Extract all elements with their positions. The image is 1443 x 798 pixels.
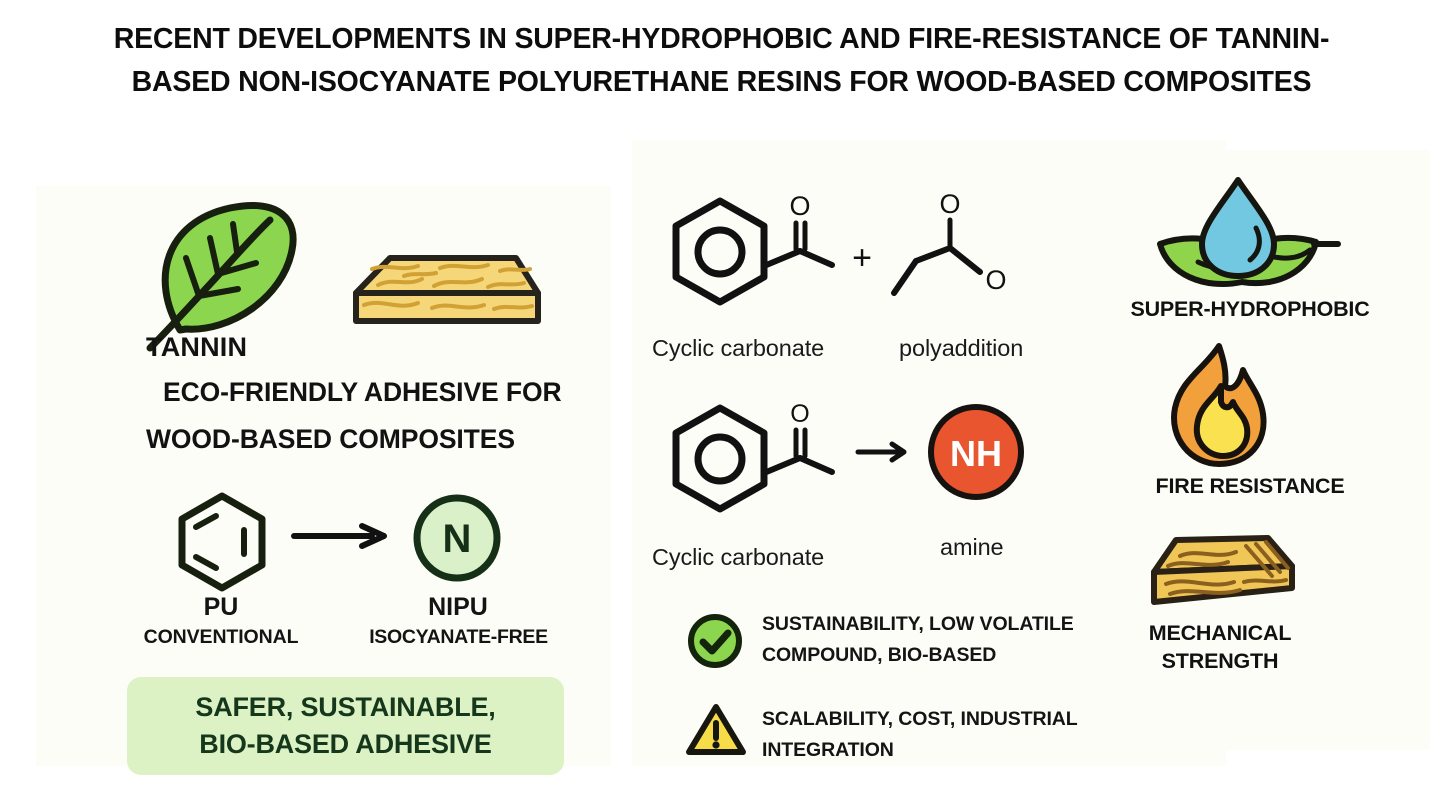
bullet-2-line-1: SCALABILITY, COST, INDUSTRIAL xyxy=(762,708,1078,730)
mechanical-strength-line-2: STRENGTH xyxy=(1161,649,1279,673)
nipu-circle-icon: N xyxy=(410,491,504,585)
check-circle-icon xyxy=(686,612,744,670)
title-line-2: BASED NON-ISOCYANATE POLYURETHANE RESINS… xyxy=(131,66,1312,98)
cyclic-carbonate-label-2: Cyclic carbonate xyxy=(652,544,825,570)
atom-label-o4: O xyxy=(790,400,809,428)
tannin-label: TANNIN xyxy=(146,332,248,362)
super-hydrophobic-label: SUPER-HYDROPHOBIC xyxy=(1130,297,1370,321)
nipu-label: NIPU xyxy=(428,593,488,621)
atom-label-o1: O xyxy=(789,191,810,221)
bullet-2-line-2: INTEGRATION xyxy=(762,739,894,761)
benzene-ring-icon xyxy=(170,490,274,594)
arrow-right-icon xyxy=(291,521,388,551)
bullet-2-text: SCALABILITY, COST, INDUSTRIAL INTEGRATIO… xyxy=(762,704,1112,766)
nipu-sublabel: ISOCYANATE-FREE xyxy=(369,626,548,648)
mechanical-strength-label: MECHANICAL STRENGTH xyxy=(1090,619,1350,675)
bullet-1-text: SUSTAINABILITY, LOW VOLATILE COMPOUND, B… xyxy=(762,609,1112,671)
nh-symbol: NH xyxy=(950,433,1002,474)
atom-label-o3: O xyxy=(985,265,1006,295)
pu-sublabel: CONVENTIONAL xyxy=(143,626,299,648)
leaf-icon xyxy=(120,190,310,352)
eco-friendly-line-1: ECO-FRIENDLY ADHESIVE FOR xyxy=(163,377,562,407)
safer-sustainable-callout: SAFER, SUSTAINABLE, BIO-BASED ADHESIVE xyxy=(127,677,564,775)
amine-label: amine xyxy=(940,534,1004,560)
wood-plank-icon xyxy=(348,243,548,338)
callout-line-1: SAFER, SUSTAINABLE, xyxy=(195,692,496,722)
title-line-1: RECENT DEVELOPMENTS IN SUPER-HYDROPHOBIC… xyxy=(113,23,1330,55)
mechanical-wood-plank-icon xyxy=(1140,532,1300,612)
nipu-symbol: N xyxy=(443,517,472,561)
warning-triangle-icon xyxy=(684,702,748,760)
bullet-1-line-1: SUSTAINABILITY, LOW VOLATILE xyxy=(762,613,1074,635)
pu-label: PU xyxy=(203,593,239,621)
page-title: RECENT DEVELOPMENTS IN SUPER-HYDROPHOBIC… xyxy=(0,18,1443,104)
cyclic-carbonate-label-1: Cyclic carbonate xyxy=(652,335,825,361)
water-drop-leaf-icon xyxy=(1138,177,1341,296)
eco-friendly-line-2: WOOD-BASED COMPOSITES xyxy=(146,424,515,454)
atom-label-o2: O xyxy=(939,189,960,219)
amine-nh-circle-icon: NH xyxy=(924,400,1028,504)
plus-operator: + xyxy=(852,239,872,277)
reaction2-structure: O xyxy=(672,400,1032,530)
mechanical-strength-line-1: MECHANICAL xyxy=(1148,621,1292,645)
callout-line-2: BIO-BASED ADHESIVE xyxy=(199,729,492,759)
reaction1-structure: O + O O xyxy=(672,189,1032,328)
polyaddition-label: polyaddition xyxy=(899,335,1024,361)
flame-icon xyxy=(1163,342,1273,470)
bullet-1-line-2: COMPOUND, BIO-BASED xyxy=(762,644,997,666)
fire-resistance-label: FIRE RESISTANCE xyxy=(1155,474,1345,498)
